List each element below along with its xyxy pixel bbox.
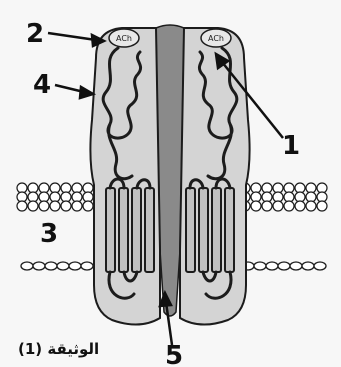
- callout-label-3: 3: [40, 219, 58, 249]
- figure-caption: الوثيقة (1): [18, 340, 99, 358]
- callout-label-5: 5: [165, 341, 183, 367]
- receptor-subunit-left: ACh: [90, 28, 160, 325]
- callout-label-4: 4: [33, 70, 51, 100]
- callout-label-1: 1: [282, 131, 300, 161]
- subunit-body-right: [180, 28, 250, 325]
- subunit-body-left: [90, 28, 160, 325]
- binding-site-label-left: ACh: [116, 34, 132, 43]
- callout-label-2: 2: [26, 19, 44, 49]
- receptor-subunit-right: ACh: [180, 28, 250, 325]
- binding-site-label-right: ACh: [208, 34, 224, 43]
